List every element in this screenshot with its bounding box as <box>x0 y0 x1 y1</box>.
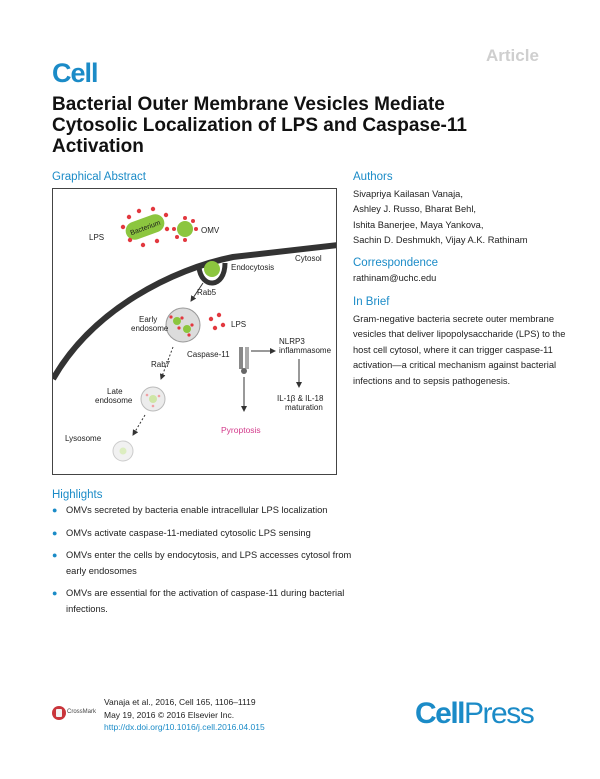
author-list: Sivapriya Kailasan Vanaja, Ashley J. Rus… <box>353 187 553 249</box>
early-endosome-label-2: endosome <box>131 324 169 333</box>
crossmark-text: CrossMark <box>67 709 97 715</box>
il-maturation-label-1: IL-1β & IL-18 <box>277 394 324 403</box>
nlrp3-label-1: NLRP3 <box>279 337 305 346</box>
lps-label-mid: LPS <box>231 320 246 329</box>
late-endosome-label-2: endosome <box>95 396 133 405</box>
citation-line: Vanaja et al., 2016, Cell 165, 1106–1119 <box>104 697 256 707</box>
crossmark-logo[interactable]: CrossMark <box>52 706 96 720</box>
author-line: Sivapriya Kailasan Vanaja, <box>353 189 463 199</box>
graphical-abstract-diagram: Bacterium LPS OMV Endocytosis Cytosol Ra… <box>53 206 336 462</box>
late-endosome-label-1: Late <box>107 387 123 396</box>
pyroptosis-label: Pyroptosis <box>221 425 261 435</box>
correspondence-email[interactable]: rathinam@uchc.edu <box>353 273 437 283</box>
cytosol-label: Cytosol <box>295 254 322 263</box>
authors-heading: Authors <box>353 171 393 183</box>
endocytosed-omv <box>204 261 220 277</box>
highlights-list: ●OMVs secreted by bacteria enable intrac… <box>52 503 352 624</box>
bullet-icon: ● <box>52 550 58 560</box>
bullet-icon: ● <box>52 588 58 598</box>
rab5-label: Rab5 <box>197 288 217 297</box>
early-endosome-icon <box>165 307 201 343</box>
lysosome-icon <box>112 440 134 462</box>
omv-icon <box>172 216 198 242</box>
nlrp3-label-2: inflammasome <box>279 346 332 355</box>
omv-label: OMV <box>201 226 220 235</box>
highlights-heading: Highlights <box>52 489 103 501</box>
paper-title: Bacterial Outer Membrane Vesicles Mediat… <box>52 94 467 157</box>
highlight-item: ●OMVs secreted by bacteria enable intrac… <box>52 503 352 519</box>
in-brief-heading: In Brief <box>353 296 390 308</box>
lps-label-top: LPS <box>89 233 104 242</box>
lps-spikes-bacterium <box>120 206 170 248</box>
in-brief-text: Gram-negative bacteria secrete outer mem… <box>353 314 566 386</box>
bullet-icon: ● <box>52 527 58 538</box>
bacterium-icon: Bacterium <box>125 214 165 240</box>
released-lps <box>208 312 226 331</box>
highlight-item: ●OMVs are essential for the activation o… <box>52 588 345 614</box>
graphical-abstract-figure: Bacterium LPS OMV Endocytosis Cytosol Ra… <box>52 188 337 475</box>
publication-date: May 19, 2016 © 2016 Elsevier Inc. <box>104 709 235 720</box>
rab7-label: Rab7 <box>151 360 171 369</box>
citation-block: Vanaja et al., 2016, Cell 165, 1106–1119… <box>104 696 265 734</box>
journal-logo: Cell <box>52 58 99 88</box>
graphical-abstract-heading: Graphical Abstract <box>52 171 146 183</box>
early-endosome-label-1: Early <box>139 315 157 324</box>
endocytosis-label: Endocytosis <box>231 263 274 272</box>
cellpress-logo: CellPress <box>415 697 535 730</box>
il-maturation-label-2: maturation <box>285 403 323 412</box>
highlight-item: ●OMVs enter the cells by endocytosis, an… <box>52 550 352 576</box>
cell-membrane <box>53 242 336 381</box>
author-line: Sachin D. Deshmukh, Vijay A.K. Rathinam <box>353 235 528 246</box>
crossmark-icon <box>52 706 66 720</box>
correspondence-heading: Correspondence <box>353 257 439 269</box>
caspase11-label: Caspase-11 <box>187 350 230 359</box>
doi-link[interactable]: http://dx.doi.org/10.1016/j.cell.2016.04… <box>104 722 265 733</box>
caspase11-icon <box>239 347 249 374</box>
author-line: Ashley J. Russo, Bharat Behl, <box>353 204 476 215</box>
author-line: Ishita Banerjee, Maya Yankova, <box>353 219 484 230</box>
highlight-item: ●OMVs activate caspase-11-mediated cytos… <box>52 526 352 542</box>
bullet-icon: ● <box>52 505 58 515</box>
endocytosis-pit <box>196 262 228 286</box>
late-endosome-icon <box>140 386 166 412</box>
lysosome-label: Lysosome <box>65 434 102 443</box>
article-type-label: Article <box>486 46 539 65</box>
